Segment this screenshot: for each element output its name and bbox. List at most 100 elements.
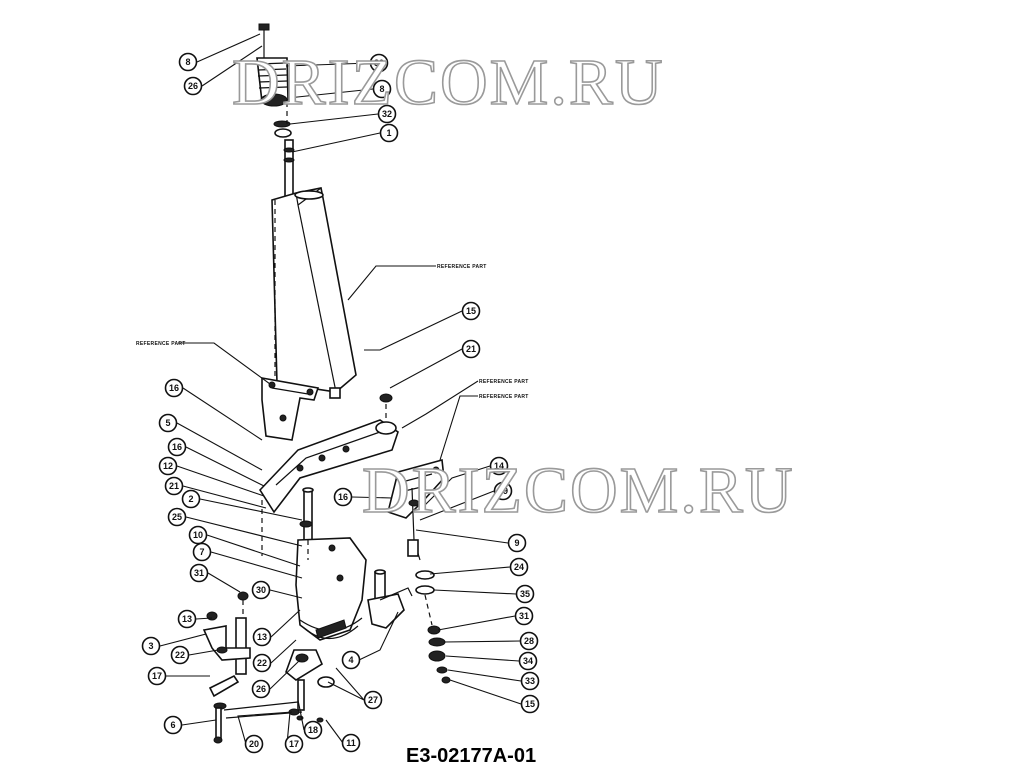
callout: 5 [158, 413, 178, 433]
right-bracket [387, 458, 445, 519]
svg-text:11: 11 [346, 738, 356, 748]
leader-lines [159, 33, 522, 745]
callout: 21 [461, 339, 481, 359]
lower-center-arm [223, 649, 335, 723]
svg-text:25: 25 [172, 512, 182, 522]
svg-text:15: 15 [525, 699, 535, 709]
callout: 1 [379, 123, 399, 143]
svg-text:26: 26 [188, 81, 198, 91]
svg-text:33: 33 [525, 676, 535, 686]
svg-text:27: 27 [368, 695, 378, 705]
svg-text:18: 18 [308, 725, 318, 735]
callout: 30 [251, 580, 271, 600]
callout: 15 [520, 694, 540, 714]
svg-text:13: 13 [257, 632, 267, 642]
svg-text:30: 30 [374, 58, 384, 68]
callout: 10 [188, 525, 208, 545]
callout: 16 [167, 437, 187, 457]
watermark: DRIZCOM.RU [232, 46, 665, 119]
svg-text:22: 22 [257, 658, 267, 668]
svg-text:3: 3 [148, 641, 153, 651]
svg-text:35: 35 [520, 589, 530, 599]
callout: 2 [181, 489, 201, 509]
callout: 7 [192, 542, 212, 562]
callout: 26 [251, 679, 271, 699]
svg-text:24: 24 [514, 562, 524, 572]
diagram-code: E3-02177A-01 [406, 745, 536, 767]
svg-text:17: 17 [289, 739, 299, 749]
callout: 20 [244, 734, 264, 754]
svg-text:2: 2 [188, 494, 193, 504]
reference-label: REFERENCE PART [479, 394, 529, 400]
svg-text:34: 34 [523, 656, 533, 666]
svg-text:20: 20 [249, 739, 259, 749]
callout: 15 [461, 301, 481, 321]
svg-text:21: 21 [169, 481, 179, 491]
svg-text:17: 17 [152, 671, 162, 681]
svg-text:22: 22 [175, 650, 185, 660]
callout: 14 [489, 456, 509, 476]
callout: 28 [519, 631, 539, 651]
callout: 12 [158, 456, 178, 476]
callout: 24 [509, 557, 529, 577]
svg-text:1: 1 [386, 128, 391, 138]
callout: 3 [141, 636, 161, 656]
steering-column-housing [271, 187, 357, 399]
reference-label: REFERENCE PART [136, 341, 186, 347]
reference-labels: REFERENCE PART REFERENCE PART REFERENCE … [136, 264, 529, 400]
svg-text:12: 12 [163, 461, 173, 471]
callout: 29 [493, 481, 513, 501]
callout: 31 [514, 606, 534, 626]
svg-text:28: 28 [524, 636, 534, 646]
alignment-lines [242, 102, 433, 626]
svg-text:9: 9 [514, 538, 519, 548]
svg-text:5: 5 [165, 418, 170, 428]
callout: 18 [303, 720, 323, 740]
callout: 22 [170, 645, 190, 665]
svg-text:15: 15 [466, 306, 476, 316]
svg-text:16: 16 [169, 383, 179, 393]
svg-text:6: 6 [170, 720, 175, 730]
callout: 30 [369, 53, 389, 73]
callout: 8 [372, 79, 392, 99]
callout: 25 [167, 507, 187, 527]
tie-rod [407, 487, 421, 561]
callout: 26 [183, 76, 203, 96]
svg-text:4: 4 [348, 655, 353, 665]
callout: 32 [377, 104, 397, 124]
svg-text:30: 30 [256, 585, 266, 595]
callout: 13 [177, 609, 197, 629]
callout: 34 [518, 651, 538, 671]
callout: 6 [163, 715, 183, 735]
right-hardware-stack [415, 570, 451, 684]
svg-text:26: 26 [256, 684, 266, 694]
callout: 35 [515, 584, 535, 604]
svg-text:7: 7 [199, 547, 204, 557]
svg-text:8: 8 [379, 84, 384, 94]
shift-knob [256, 23, 289, 107]
callouts: 8 26 30 8 32 1 15 21 16 5 16 12 21 2 25 … [141, 52, 540, 754]
cross-bracket [258, 393, 399, 514]
svg-text:21: 21 [466, 344, 476, 354]
svg-text:13: 13 [182, 614, 192, 624]
shift-rod [273, 120, 295, 201]
callout: 16 [164, 378, 184, 398]
callout: 27 [363, 690, 383, 710]
watermark: DRIZCOM.RU [362, 454, 795, 527]
callout: 31 [189, 563, 209, 583]
svg-text:29: 29 [498, 486, 508, 496]
sector-plate [295, 537, 367, 641]
svg-text:16: 16 [172, 442, 182, 452]
callout: 17 [147, 666, 167, 686]
lower-left-lever [202, 591, 251, 744]
callout: 8 [178, 52, 198, 72]
svg-text:8: 8 [185, 57, 190, 67]
callout: 11 [341, 733, 361, 753]
callout: 9 [507, 533, 527, 553]
callout: 4 [341, 650, 361, 670]
svg-text:16: 16 [338, 492, 348, 502]
svg-text:10: 10 [193, 530, 203, 540]
callout: 22 [252, 653, 272, 673]
svg-text:32: 32 [382, 109, 392, 119]
